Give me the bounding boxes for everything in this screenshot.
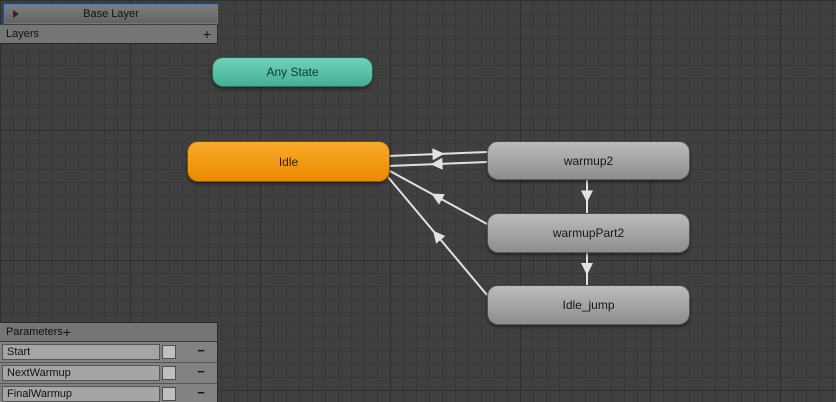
state-label: Idle_jump <box>562 298 615 312</box>
parameter-checkbox[interactable] <box>162 366 176 380</box>
base-layer-button[interactable]: Base Layer <box>4 4 218 24</box>
layers-title: Layers <box>6 28 40 40</box>
parameters-panel: Parameters + Start − NextWarmup − FinalW… <box>0 322 218 402</box>
parameter-checkbox[interactable] <box>162 387 176 401</box>
foldout-arrow-icon <box>13 10 19 18</box>
remove-parameter-button[interactable]: − <box>197 364 205 379</box>
state-label: Idle <box>278 154 299 169</box>
transition-arrow-icon <box>430 157 443 170</box>
state-node-any-state[interactable]: Any State <box>212 57 373 87</box>
remove-parameter-button[interactable]: − <box>197 385 205 400</box>
parameters-title: Parameters <box>6 326 63 338</box>
parameter-name-field[interactable]: Start <box>2 344 160 360</box>
layers-header: Layers + <box>0 25 218 44</box>
state-node-warmup2[interactable]: warmup2 <box>487 141 690 180</box>
remove-parameter-button[interactable]: − <box>197 343 205 358</box>
parameter-name-field[interactable]: NextWarmup <box>2 365 160 381</box>
transition-arrow-icon <box>581 190 593 203</box>
state-label: Any State <box>266 65 319 79</box>
parameter-row: FinalWarmup − <box>0 384 217 402</box>
state-node-idle[interactable]: Idle <box>187 141 390 182</box>
parameter-row: Start − <box>0 342 217 363</box>
state-label: warmup2 <box>563 153 614 168</box>
parameters-header: Parameters + <box>0 323 217 342</box>
transition-arrow-icon <box>431 193 445 205</box>
state-node-idle-jump[interactable]: Idle_jump <box>487 285 690 325</box>
parameter-row: NextWarmup − <box>0 363 217 384</box>
transition-arrow-icon <box>581 263 593 275</box>
state-label: warmupPart2 <box>552 226 625 240</box>
state-node-warmuppart2[interactable]: warmupPart2 <box>487 213 690 253</box>
add-parameter-button[interactable]: + <box>62 324 72 340</box>
transition-arrow-icon <box>432 148 445 161</box>
transition-arrow-icon <box>433 230 446 244</box>
parameter-checkbox[interactable] <box>162 345 176 359</box>
parameter-name-field[interactable]: FinalWarmup <box>2 386 160 402</box>
base-layer-label: Base Layer <box>83 8 139 20</box>
add-layer-button[interactable]: + <box>202 26 211 42</box>
